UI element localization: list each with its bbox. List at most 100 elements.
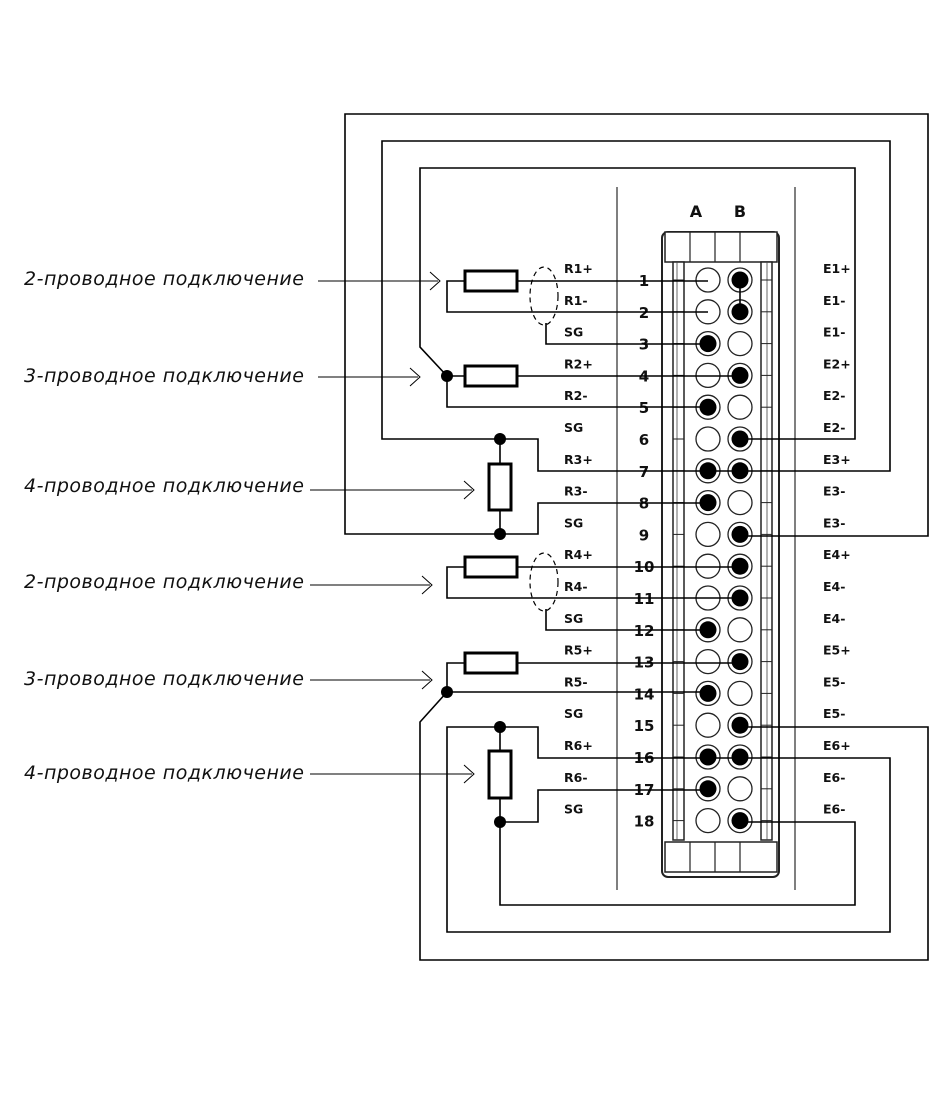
junction-dot — [441, 370, 453, 382]
pointer-arrow-5 — [310, 670, 433, 690]
wire-r6-e6minus — [499, 821, 856, 906]
terminal-number: 18 — [634, 813, 655, 831]
wire-clamp-b-1 — [731, 271, 749, 289]
resistor-r1 — [463, 269, 519, 293]
resistors — [463, 269, 519, 800]
terminal-block — [661, 231, 780, 878]
left-signal-label: R3- — [564, 484, 588, 499]
wire-r3-e3minus — [344, 113, 929, 537]
left-signal-label: SG — [564, 611, 583, 626]
left-signal-label: R5- — [564, 674, 588, 689]
resistor-r6 — [487, 749, 513, 800]
right-signal-label: E2+ — [823, 356, 851, 371]
terminal-hole-b-12 — [727, 617, 753, 643]
resistor-r5 — [463, 651, 519, 675]
wire-clamp-b-13 — [731, 653, 749, 671]
shield-2 — [529, 552, 559, 612]
resistor-r2 — [463, 364, 519, 388]
wire-clamp-b-9 — [731, 525, 749, 543]
connection-label: 2-проводное подключение — [24, 571, 305, 593]
wire-clamp-a-16 — [699, 748, 717, 766]
left-signal-label: R4- — [564, 579, 588, 594]
pointer-arrow-3 — [310, 480, 475, 500]
terminal-hole-a-6 — [695, 426, 721, 452]
wire-r6-plus — [500, 726, 740, 759]
terminal-number: 15 — [634, 717, 655, 735]
left-signal-label: R1- — [564, 293, 588, 308]
right-signal-label: E2- — [823, 420, 845, 435]
connection-label: 3-проводное подключение — [24, 668, 305, 690]
terminal-hole-b-5 — [727, 394, 753, 420]
left-signal-labels: R1+R1-SGR2+R2-SGR3+R3-SGR4+R4-SGR5+R5-SG… — [564, 261, 593, 817]
shield-1 — [529, 266, 559, 326]
column-b-header: B — [734, 202, 746, 221]
pointer-arrow-2 — [318, 367, 421, 387]
connection-label: 4-проводное подключение — [24, 762, 305, 784]
pointer-arrows — [310, 271, 475, 784]
right-signal-label: E3- — [823, 484, 845, 499]
left-signal-label: R6+ — [564, 738, 593, 753]
left-signal-label: R3+ — [564, 452, 593, 467]
right-signal-label: E6+ — [823, 738, 851, 753]
right-signal-label: E4- — [823, 579, 845, 594]
terminal-hole-a-15 — [695, 712, 721, 738]
wire-sg4 — [545, 609, 708, 631]
terminal-hole-a-9 — [695, 521, 721, 548]
terminal-hole-b-3 — [727, 330, 753, 357]
terminal-hole-b-14 — [727, 680, 753, 707]
wire-clamp-b-15 — [731, 716, 749, 734]
wire-r1-minus — [446, 280, 708, 313]
right-signal-labels: E1+E1-E1-E2+E2-E2-E3+E3-E3-E4+E4-E4-E5+E… — [823, 261, 851, 817]
right-signal-label: E5- — [823, 706, 845, 721]
terminal-hole-b-8 — [727, 489, 753, 516]
junction-dot — [494, 528, 506, 540]
right-signal-label: E1- — [823, 293, 845, 308]
terminal-hole-a-18 — [695, 807, 721, 834]
wire-r3-e3plus — [381, 140, 891, 472]
wire-r4-minus — [446, 566, 740, 599]
connection-label: 3-проводное подключение — [24, 365, 305, 387]
wire-r2-e2-loop — [419, 167, 856, 440]
wire-clamp-b-18 — [731, 812, 749, 830]
right-signal-label: E1- — [823, 325, 845, 340]
terminal-number: 14 — [634, 685, 655, 703]
wire-r6-e6plus — [446, 726, 891, 933]
wires — [344, 113, 929, 961]
right-signal-label: E1+ — [823, 261, 851, 276]
pointer-arrow-1 — [318, 271, 441, 291]
terminal-hole-a-1 — [695, 267, 721, 293]
right-signal-label: E2- — [823, 388, 845, 403]
right-signal-label: E6- — [823, 802, 845, 817]
left-signal-label: SG — [564, 325, 583, 340]
wire-r3-minus — [500, 502, 708, 535]
left-signal-label: SG — [564, 706, 583, 721]
left-signal-label: R6- — [564, 770, 588, 785]
wire-r5-left — [446, 662, 465, 692]
left-signal-label: SG — [564, 420, 583, 435]
column-a-header: A — [690, 202, 703, 221]
junction-dots — [441, 370, 506, 828]
wire-r3-plus — [500, 438, 740, 472]
wire-r2-minus — [446, 376, 708, 408]
cable-shields — [529, 266, 559, 612]
left-signal-label: R1+ — [564, 261, 593, 276]
terminal-number: 6 — [639, 431, 649, 449]
right-signal-label: E3+ — [823, 452, 851, 467]
left-signal-label: SG — [564, 515, 583, 530]
right-signal-label: E3- — [823, 515, 845, 530]
right-signal-label: E4- — [823, 611, 845, 626]
pointer-arrow-6 — [310, 764, 475, 784]
left-signal-label: R2+ — [564, 356, 593, 371]
pointer-arrow-4 — [310, 575, 433, 595]
terminal-holes — [695, 267, 753, 834]
junction-dot — [441, 686, 453, 698]
resistor-r4 — [463, 555, 519, 579]
terminal-number: 5 — [639, 399, 649, 417]
right-signal-label: E5+ — [823, 643, 851, 658]
connection-label: 4-проводное подключение — [24, 475, 305, 497]
junction-dot — [494, 816, 506, 828]
wire-clamp-a-17 — [699, 780, 717, 798]
junction-dot — [494, 433, 506, 445]
